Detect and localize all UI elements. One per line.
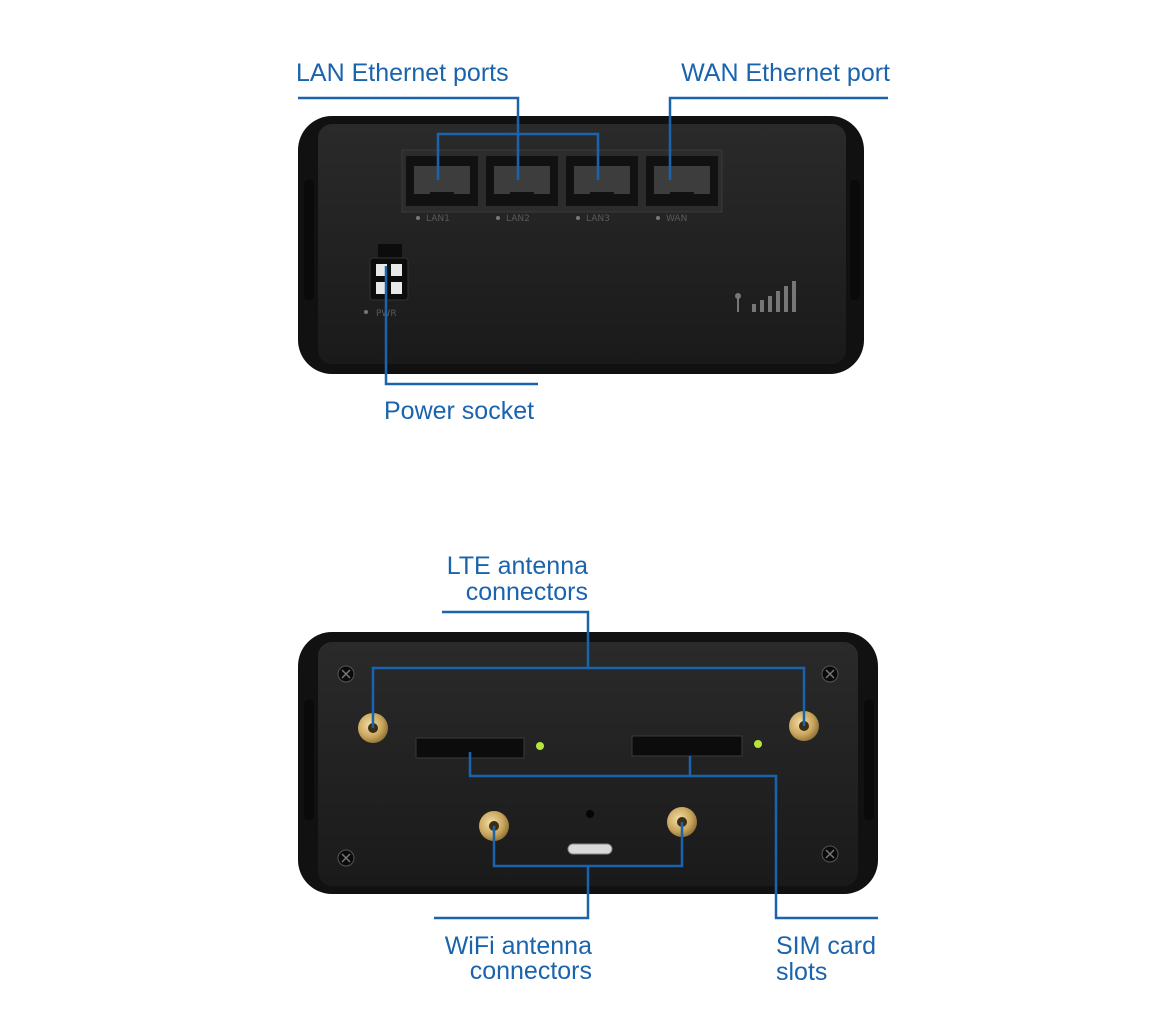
back-view-device	[298, 632, 878, 894]
ethernet-port-wan	[646, 156, 718, 206]
signal-strength-icon	[735, 281, 796, 312]
screw	[337, 849, 355, 867]
ethernet-port-lan3	[566, 156, 638, 206]
usb-port	[567, 843, 613, 855]
wan-callout-line	[668, 96, 888, 180]
sim-led-2	[754, 740, 762, 748]
port-latch	[430, 192, 454, 202]
port-contacts	[414, 166, 470, 194]
socket-pin	[376, 282, 387, 294]
port-label-lan2: LAN2	[506, 214, 530, 224]
screw	[337, 665, 355, 683]
left-grip	[304, 700, 314, 820]
right-grip	[864, 700, 874, 820]
lte-bracket-line	[371, 666, 806, 728]
port-label-lan1: LAN1	[426, 214, 450, 224]
sim-slot-2	[631, 735, 743, 757]
back-callout-lines	[371, 610, 878, 920]
right-grip	[850, 180, 860, 300]
led-dot	[416, 216, 420, 220]
sim-led-1	[536, 742, 544, 750]
ethernet-port-lan1	[406, 156, 478, 206]
port-latch	[510, 192, 534, 202]
front-callout-lines	[298, 96, 888, 386]
power-socket-callout: Power socket	[384, 397, 535, 425]
ethernet-port-block	[401, 149, 723, 213]
power-socket	[369, 244, 409, 301]
wifi-callout-line2: connectors	[469, 957, 592, 985]
power-callout-line	[384, 266, 538, 386]
wan-port-callout: WAN Ethernet port	[681, 59, 890, 87]
port-label-wan: WAN	[666, 214, 687, 224]
socket-body	[369, 257, 409, 301]
socket-pin	[391, 264, 402, 276]
wifi-callout-line1: WiFi antenna	[444, 932, 592, 960]
lan-ports-callout: LAN Ethernet ports	[296, 59, 509, 87]
sim-callout-line2: slots	[776, 958, 828, 986]
port-contacts	[574, 166, 630, 194]
led-dot	[656, 216, 660, 220]
sim-callout-line	[468, 752, 878, 920]
lte-callout-line2: connectors	[465, 578, 588, 606]
port-label-lan3: LAN3	[586, 214, 610, 224]
sim-callout-line1: SIM card	[776, 932, 877, 960]
lte-callout-line1: LTE antenna	[446, 552, 588, 580]
socket-pin	[376, 264, 387, 276]
back-panel	[318, 642, 858, 886]
lte-callout-line	[442, 610, 590, 668]
ethernet-port-lan2	[486, 156, 558, 206]
reset-hole	[586, 810, 594, 818]
screw	[821, 845, 839, 863]
wifi-callout-line	[434, 866, 590, 920]
port-contacts	[494, 166, 550, 194]
port-contacts	[654, 166, 710, 194]
port-latch	[590, 192, 614, 202]
led-dot	[496, 216, 500, 220]
front-view-device: LAN1 LAN2 LAN3 WAN PWR	[298, 116, 864, 374]
screw	[821, 665, 839, 683]
led-dot	[364, 310, 368, 314]
socket-latch	[378, 244, 402, 258]
port-latch	[670, 192, 694, 202]
socket-pin	[391, 282, 402, 294]
wifi-bracket-line	[492, 822, 684, 868]
led-dot	[576, 216, 580, 220]
lan-callout-line	[298, 96, 520, 180]
left-grip	[304, 180, 314, 300]
lan-bracket-line	[436, 132, 600, 180]
